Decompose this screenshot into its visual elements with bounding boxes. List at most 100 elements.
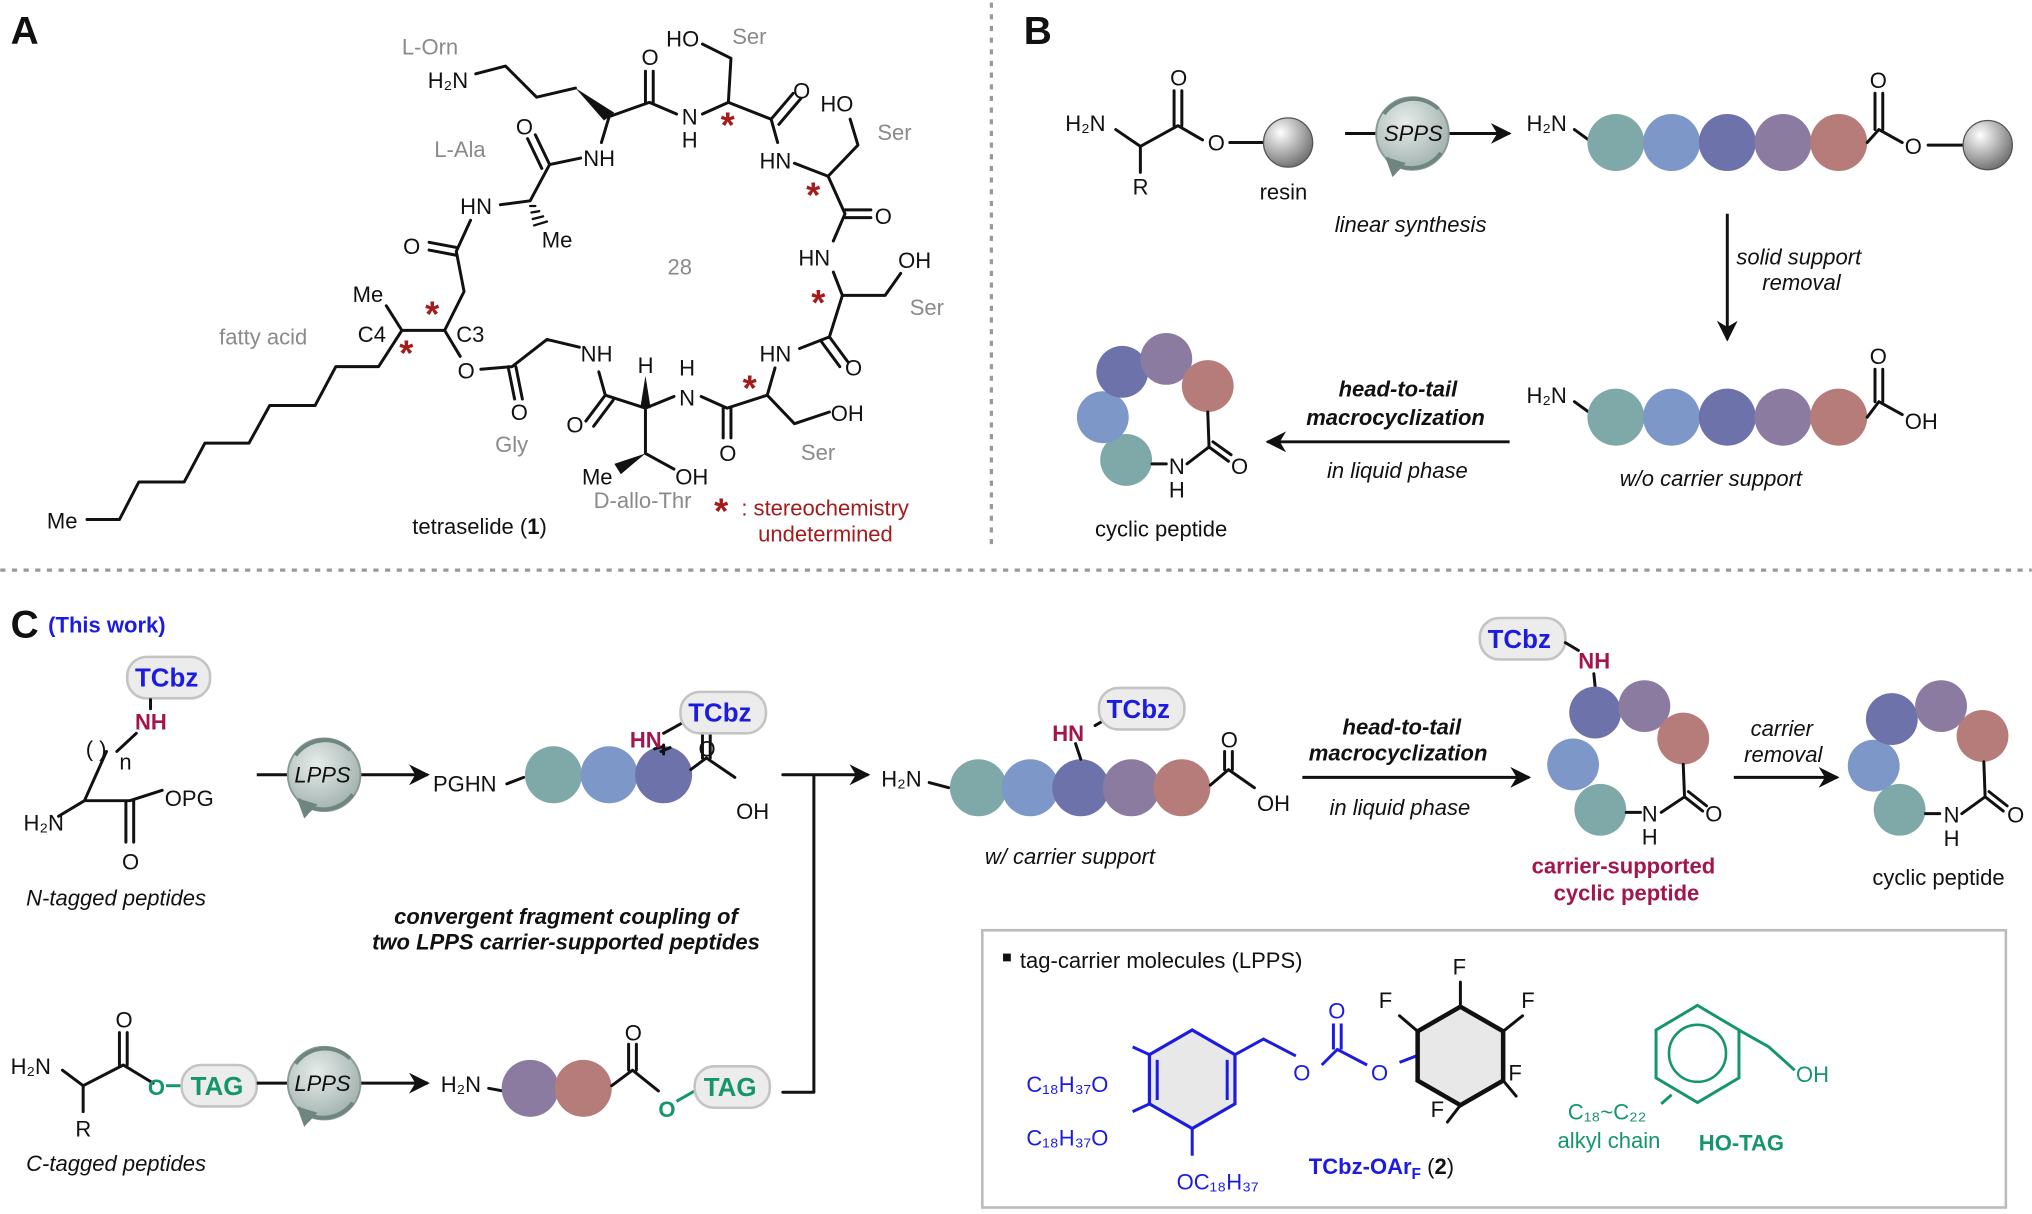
aromatic-circle — [1667, 1023, 1728, 1084]
atom-label: O — [1705, 801, 1722, 826]
atom-label: Me — [542, 227, 573, 252]
amino-acid-bead — [1102, 759, 1160, 817]
atom-label: F — [1508, 1061, 1521, 1086]
resin-label: resin — [1260, 180, 1308, 205]
atom-label: OC₁₈H₃₇ — [1177, 1169, 1259, 1194]
atom-label: HO — [820, 91, 853, 116]
product-label: carrier-supported — [1532, 853, 1716, 878]
amino-acid-bead — [1140, 332, 1193, 385]
panel-a: A H₂N O N H HO O HN HO O HN OH O HN OH O… — [11, 10, 944, 547]
lpps-label: LPPS — [294, 763, 351, 788]
tag-carrier-box: tag-carrier molecules (LPPS) C₁₈H₃₇O C₁₈… — [981, 928, 2008, 1209]
ho-tag-bonds — [1660, 1028, 1796, 1105]
atom-label: H₂N — [881, 766, 921, 791]
amino-acid-bead — [1698, 114, 1756, 172]
ester-bonds — [1865, 91, 1965, 147]
atom-label: O — [1170, 66, 1187, 91]
amino-acid-bead — [580, 746, 638, 804]
atom-label: H₂N — [1526, 111, 1566, 136]
amino-acid-bead — [1547, 738, 1600, 791]
atom-label: O — [625, 1020, 642, 1045]
amino-acid-bead — [949, 759, 1007, 817]
tag-label: TAG — [704, 1074, 757, 1102]
step-label: macrocyclization — [1306, 405, 1485, 430]
amino-acid-bead — [1873, 783, 1926, 836]
tcbz-tag — [1478, 616, 1567, 661]
amino-acid-bead — [1096, 345, 1149, 398]
amino-acid-bead — [1076, 391, 1129, 444]
atom-label: HN — [798, 246, 830, 271]
cyclic-peptide — [1076, 332, 1234, 486]
legend-marker: * — [714, 490, 729, 531]
ester-bonds — [610, 1042, 660, 1093]
amino-acid-bead — [1657, 712, 1710, 765]
wedge-bond — [575, 88, 615, 121]
step-label: linear synthesis — [1335, 212, 1487, 237]
ho-tag-name: HO-TAG — [1699, 1131, 1784, 1156]
this-work-label: (This work) — [48, 612, 165, 637]
cycle-arrows-icon — [296, 1046, 355, 1118]
atom-label: OH — [831, 401, 864, 426]
atom-label: O — [1208, 130, 1225, 155]
atom-label: O — [793, 78, 810, 103]
tag-tag — [180, 1063, 259, 1108]
amino-acid-bead — [1754, 388, 1812, 446]
n-tag-bonds — [57, 698, 164, 844]
atom-label: R — [1133, 174, 1149, 199]
resin-bead — [1262, 117, 1314, 168]
bullet — [1003, 953, 1011, 962]
step-label: carrier — [1751, 716, 1815, 741]
subscript-n: n — [119, 750, 131, 775]
atom-label: HN — [759, 341, 791, 366]
atom-label: O — [1231, 454, 1248, 479]
stereo-marker: * — [806, 174, 821, 215]
bond — [1572, 400, 1591, 414]
panel-b: B H₂N R O O resin SPPS linear synthesis … — [1024, 10, 2013, 541]
atom-label: Me — [353, 282, 384, 307]
atom-label: OH — [675, 465, 708, 490]
atom-label: O — [1371, 1061, 1388, 1086]
hn-label: HN — [1052, 721, 1084, 746]
atom-label: O — [566, 413, 583, 438]
legend-text: undetermined — [758, 522, 893, 547]
atom-label: O — [511, 400, 528, 425]
atom-label: N — [1169, 454, 1185, 479]
atom-label: OH — [1796, 1062, 1829, 1087]
atom-label: H — [682, 128, 698, 153]
atom-label: O — [1905, 134, 1922, 159]
residue-label: D-allo-Thr — [594, 488, 692, 513]
step-label: removal — [1744, 742, 1823, 767]
chain-label: w/ carrier support — [985, 844, 1156, 869]
hn-label: HN — [630, 728, 662, 753]
amino-acid-bead — [1643, 388, 1701, 446]
residue-label: L-Orn — [402, 34, 458, 59]
panel-label-c: C — [11, 603, 39, 646]
atom-label: O — [1870, 344, 1887, 369]
atom-label: PGHN — [433, 772, 497, 797]
atom-label: Me — [47, 509, 78, 534]
amino-acid-bead — [1865, 693, 1918, 745]
atom-label: H₂N — [428, 68, 468, 93]
amino-acid-bead — [554, 1059, 612, 1117]
atom-label: H — [638, 353, 654, 378]
atom-label: O — [458, 358, 475, 383]
amino-acid-bead — [1587, 114, 1645, 172]
lpps-label: LPPS — [294, 1071, 351, 1096]
atom-label: OPG — [165, 786, 214, 811]
stereo-marker: * — [721, 104, 736, 145]
amino-acid-bead — [1001, 759, 1059, 817]
atom-label: F — [1453, 954, 1466, 979]
atom-label: H₂N — [11, 1054, 51, 1079]
amino-acid-bead — [1618, 680, 1671, 733]
box-title: tag-carrier molecules (LPPS) — [1020, 948, 1303, 973]
amino-acid-bead — [1698, 388, 1756, 446]
atom-label: H₂N — [1526, 383, 1566, 408]
amino-acid-bead — [1810, 388, 1868, 446]
atom-label: F — [1431, 1097, 1444, 1122]
paren-n: ( ) — [86, 737, 107, 762]
nh-label: NH — [135, 709, 167, 734]
stereo-marker: * — [425, 293, 440, 334]
amino-acid-bead — [1915, 680, 1967, 733]
legend-text: : stereochemistry — [741, 496, 909, 521]
